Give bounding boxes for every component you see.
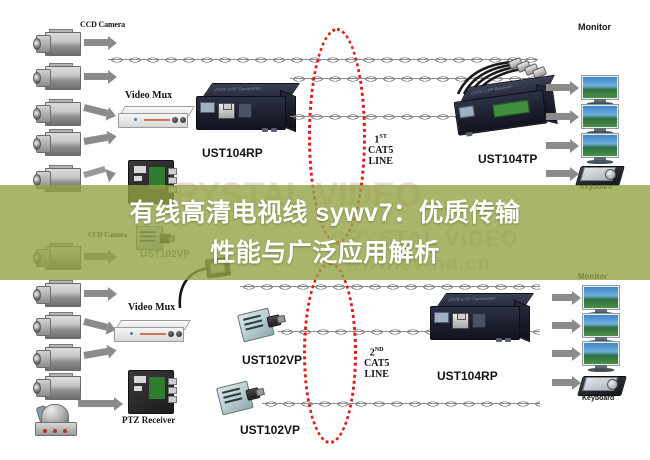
connector-arrow: [546, 138, 579, 153]
cat5-ordinal: 2: [369, 347, 375, 359]
monitor-icon: [581, 104, 619, 136]
camera-icon: [33, 373, 81, 400]
connector-arrow: [84, 69, 117, 84]
title-line-2: 性能与广泛应用解析: [210, 238, 440, 267]
cat5-row3: LINE: [368, 156, 393, 168]
cat5-row2: CAT5: [364, 358, 390, 370]
keyboard-label: Keyboard: [582, 395, 615, 402]
video-mux-icon: [114, 320, 191, 342]
cat5-ordinal: 1: [374, 134, 380, 146]
connector-arrow: [78, 396, 123, 411]
cat5-line-label-2: 2ND CAT5 LINE: [364, 344, 389, 380]
camera-icon: [33, 29, 81, 56]
monitor-icon: [582, 341, 620, 373]
ptz-dome-camera-icon: [35, 398, 77, 436]
camera-icon: [33, 63, 81, 90]
camera-icon: [33, 129, 81, 156]
cat5-ordinal-suffix: ST: [379, 133, 387, 140]
ust104rp-device-icon: CAT5 UTP Transmitter: [430, 293, 535, 345]
ust102vp-label: UST102VP: [242, 353, 303, 367]
cat5-cable-run: [278, 328, 540, 336]
cat5-row3: LINE: [364, 369, 389, 381]
ptz-receiver-label: PTZ Receiver: [122, 415, 176, 425]
ust102vp-device-icon: [215, 379, 265, 418]
camera-icon: [33, 280, 81, 307]
connector-arrow: [83, 318, 109, 331]
video-mux-label: Video Mux: [128, 302, 176, 313]
camera-icon: [33, 344, 81, 371]
connector-arrow: [83, 166, 106, 178]
connector-arrow: [552, 290, 581, 305]
ust102vp-device-icon: [236, 306, 286, 345]
monitor-icon: [581, 75, 619, 107]
connector-arrow: [84, 35, 117, 50]
connector-arrow: [84, 286, 117, 301]
video-mux-icon: [118, 106, 195, 128]
ptz-receiver-icon: [128, 370, 177, 414]
monitor-icon: [581, 133, 619, 165]
connector-arrow: [546, 109, 579, 124]
title-banner: 有线高清电视线 sywv7：优质传输 性能与广泛应用解析: [0, 185, 650, 280]
connector-arrow: [552, 346, 581, 361]
connector-arrow: [546, 166, 579, 181]
connector-arrow: [552, 375, 581, 390]
ust104rp-label: UST104RP: [202, 146, 263, 160]
cat5-cable-run: [290, 113, 540, 121]
keyboard-console-icon: [577, 372, 627, 396]
connector-arrow: [83, 347, 109, 359]
connector-arrow: [552, 318, 581, 333]
monitor-label: Monitor: [578, 22, 611, 32]
connector-arrow: [83, 133, 109, 145]
ust104rp-device-icon: CAT5 UTP Transmitter: [196, 83, 301, 135]
title-line-1: 有线高清电视线 sywv7：优质传输: [129, 198, 521, 227]
connector-arrow: [546, 80, 579, 95]
cat5-cable-run: [262, 400, 540, 408]
video-mux-label: Video Mux: [125, 90, 173, 101]
connector-arrow: [83, 104, 109, 117]
cat5-cable-run: [240, 283, 540, 291]
cat5-cable-run: [290, 75, 542, 83]
keyboard-console-icon: [575, 162, 625, 186]
camera-icon: [33, 312, 81, 339]
ust102vp-label: UST102VP: [240, 423, 301, 437]
cat5-line-label-1: 1ST CAT5 LINE: [368, 131, 393, 167]
annotation-ellipse: [303, 262, 357, 444]
ccd-camera-label: CCD Camera: [80, 20, 125, 29]
camera-icon: [33, 99, 81, 126]
cat5-ordinal-suffix: ND: [374, 346, 384, 353]
ust104tp-label: UST104TP: [478, 152, 538, 166]
cat5-row2: CAT5: [368, 145, 394, 157]
monitor-icon: [582, 313, 620, 345]
ust104rp-label: UST104RP: [437, 369, 498, 383]
